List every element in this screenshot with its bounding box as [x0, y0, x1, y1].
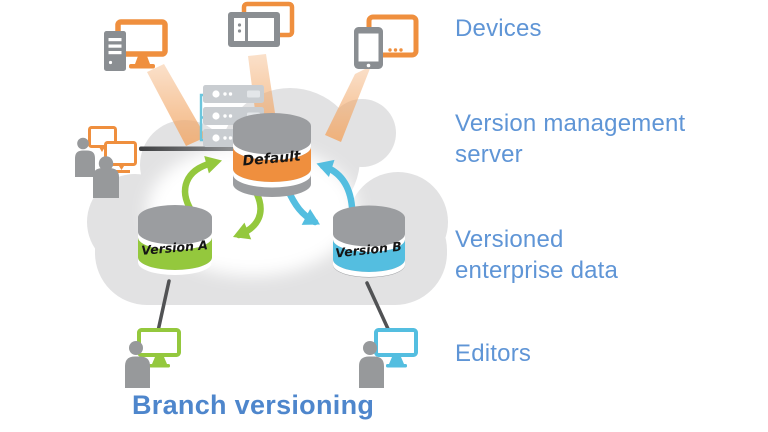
label-devices: Devices	[455, 13, 542, 44]
label-line: enterprise data	[455, 257, 619, 284]
editor-line-right	[365, 281, 391, 333]
default-band	[233, 147, 311, 182]
version-b-band-label: Version B	[335, 239, 403, 261]
label-version-management-server: Version management server	[455, 108, 685, 170]
label-versioned-enterprise-data: Versioned enterprise data	[455, 224, 618, 286]
label-line: Editors	[455, 340, 532, 367]
monitor-icon	[374, 328, 418, 357]
person-icon	[363, 341, 377, 355]
database-default: Default	[233, 113, 311, 197]
database-version-b: Version B	[333, 205, 405, 278]
label-line: Version management	[455, 110, 686, 137]
editor-green-icon	[125, 328, 181, 388]
person-icon	[98, 156, 114, 171]
monitor-icon	[137, 328, 181, 357]
rack-unit	[203, 85, 264, 103]
version-a-band-label: Version A	[141, 237, 209, 258]
diagram-title: Branch versioning	[132, 390, 375, 420]
editor-line-left	[156, 279, 171, 333]
person-icon	[77, 137, 89, 150]
sync-arrows-blue	[283, 159, 356, 226]
beam-desktop	[147, 64, 206, 146]
default-band-label: Default	[242, 148, 303, 169]
arrow-version-a-to-default	[181, 159, 216, 214]
version-a-band	[138, 237, 212, 270]
label-line: Versioned	[455, 226, 564, 253]
label-line: Devices	[455, 15, 542, 42]
label-line: server	[455, 141, 523, 168]
version-b-band	[333, 239, 405, 272]
label-editors: Editors	[455, 338, 531, 369]
users-workstations-icon	[75, 126, 137, 198]
editor-blue-icon	[359, 328, 418, 388]
desktop-computer-icon	[104, 19, 168, 71]
field-device-icon	[228, 1, 295, 47]
beam-smartphone	[325, 66, 371, 142]
network-wire	[139, 146, 263, 151]
database-version-a: Version A	[138, 205, 212, 275]
smartphone-icon	[354, 14, 419, 69]
sync-arrows-green	[181, 155, 264, 240]
person-icon	[129, 341, 143, 355]
